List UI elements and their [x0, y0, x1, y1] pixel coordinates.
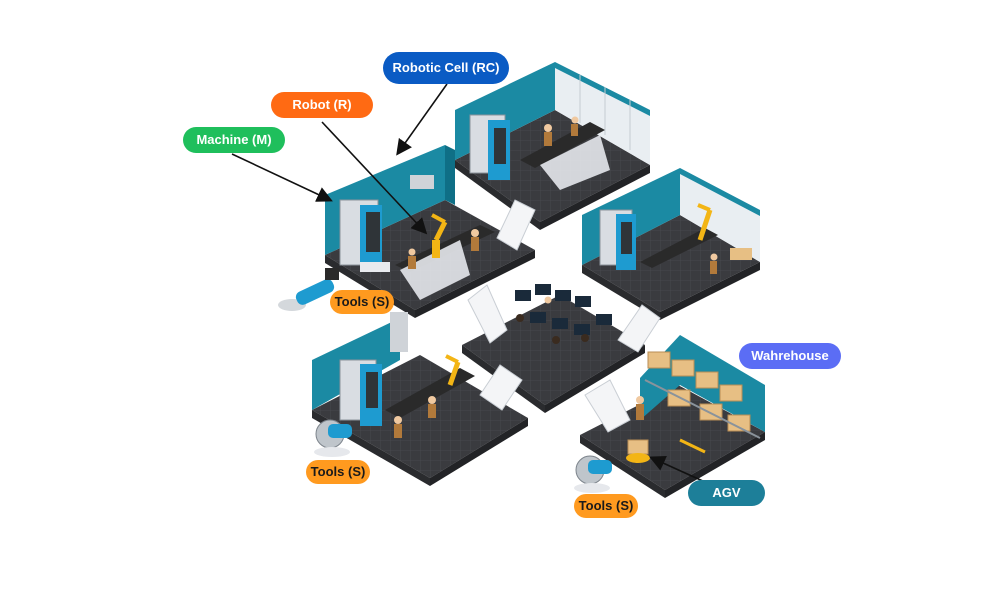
robotic-cell-bottom [312, 312, 528, 486]
label-tools-1: Tools (S) [330, 290, 394, 314]
angle-grinder-icon [278, 268, 339, 311]
robotic-cell-main [325, 145, 535, 318]
label-agv: AGV [688, 480, 765, 506]
robot-arm-icon [431, 213, 448, 258]
monitor-icon [515, 284, 612, 335]
arrow-icon [231, 83, 706, 483]
circular-saw-icon [314, 419, 352, 457]
box-icon [647, 351, 751, 432]
label-tools-3: Tools (S) [574, 494, 638, 518]
forklift-icon [626, 439, 650, 463]
circular-saw-icon [574, 455, 612, 493]
label-robotic-cell: Robotic Cell (RC) [383, 52, 509, 84]
label-tools-2: Tools (S) [306, 460, 370, 484]
robotic-cell-right [582, 168, 760, 320]
warehouse-cell [580, 335, 765, 498]
label-machine: Machine (M) [183, 127, 285, 153]
robotic-cell-top [455, 62, 650, 230]
stairs-icon [467, 199, 661, 433]
label-warehouse: Wahrehouse [739, 343, 841, 369]
machine-icon [339, 199, 390, 272]
worker-icon [408, 229, 479, 269]
label-robot: Robot (R) [271, 92, 373, 118]
